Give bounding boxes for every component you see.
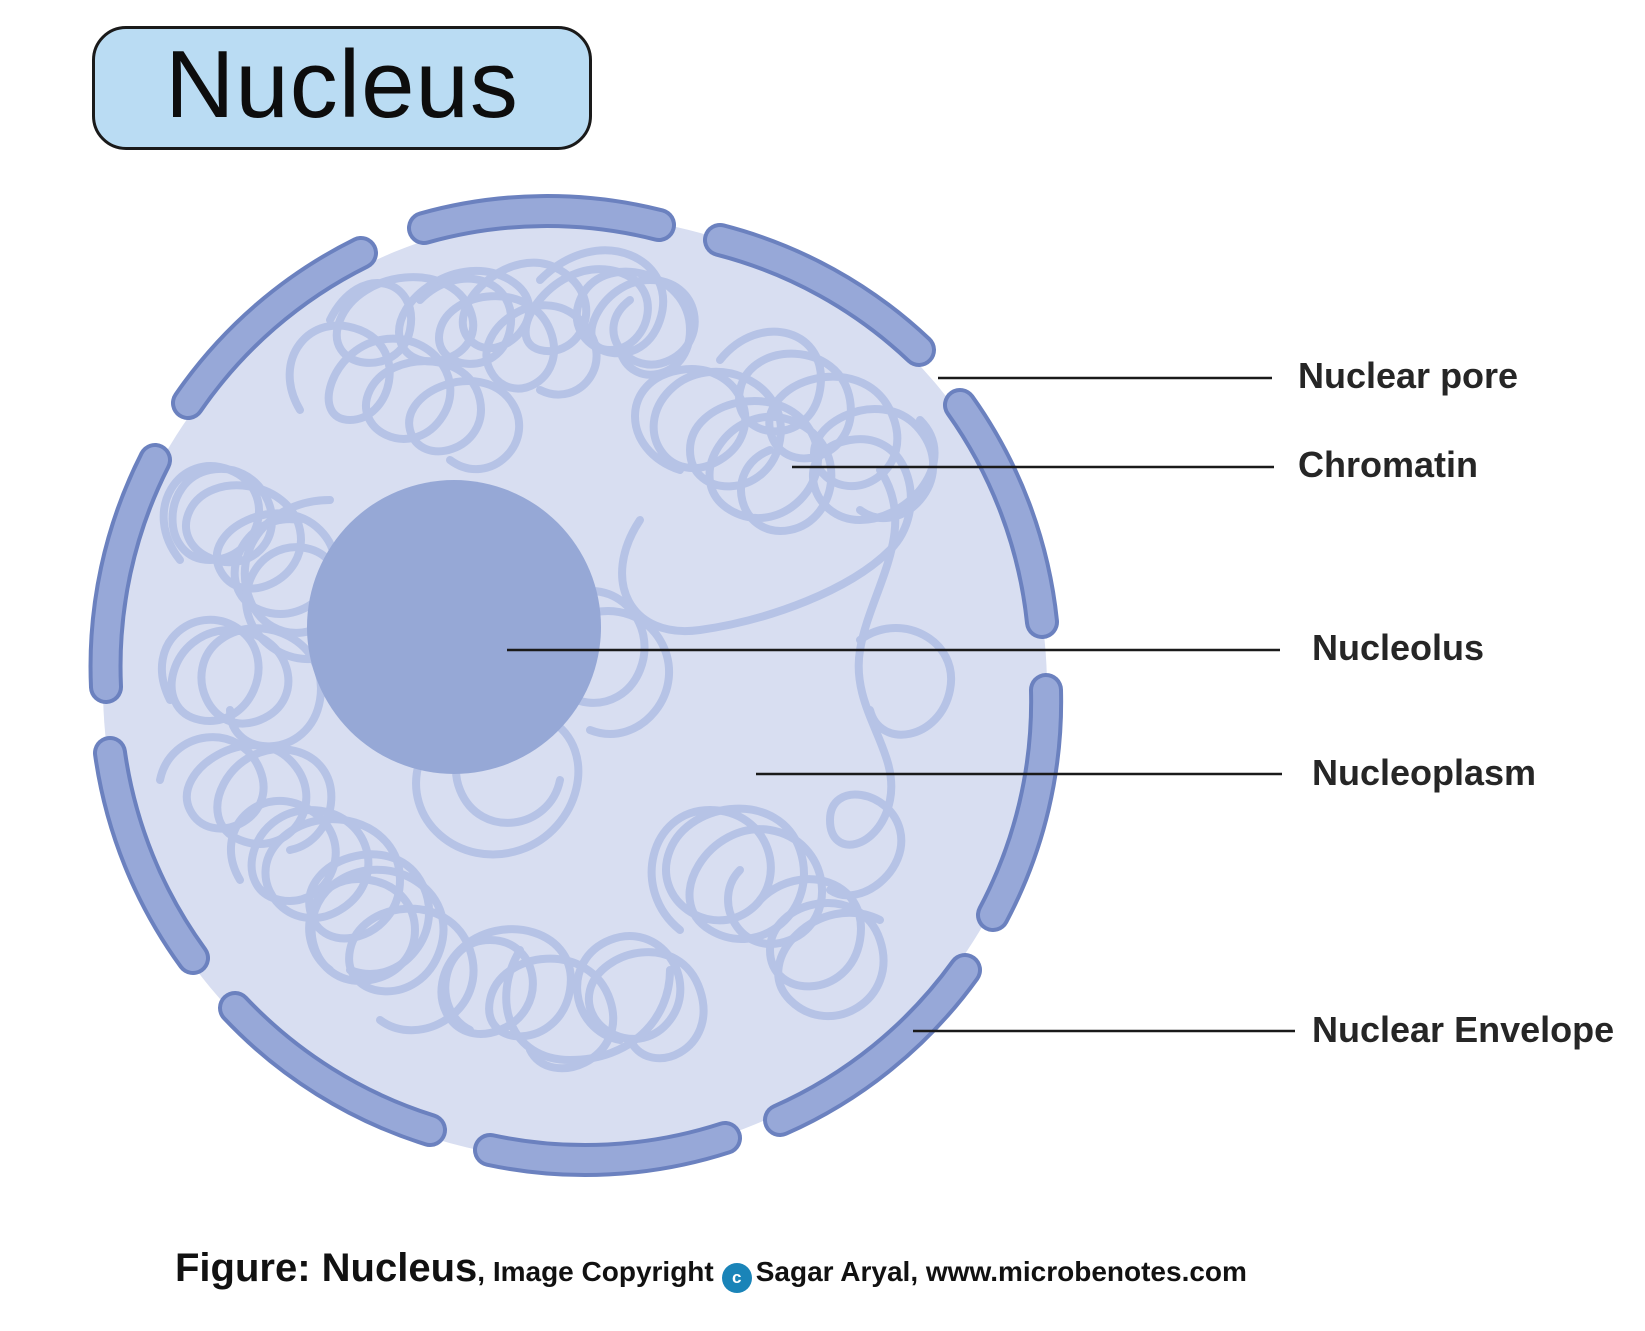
copyright-icon: c: [721, 1263, 752, 1293]
figure-caption: Figure: Nucleus , Image Copyright c Saga…: [175, 1246, 1247, 1293]
label-nucleoplasm: Nucleoplasm: [1312, 752, 1537, 793]
nucleolus: [307, 480, 601, 774]
chromatin: [156, 246, 956, 1073]
leader-lines: [507, 376, 1295, 1033]
diagram-title: Nucleus: [165, 31, 519, 138]
caption-copyright-holder: Sagar Aryal, www.microbenotes.com: [755, 1256, 1247, 1287]
label-chromatin: Chromatin: [1298, 444, 1478, 485]
caption-copyright-prefix: , Image Copyright: [477, 1256, 714, 1287]
caption-figure: Figure: Nucleus: [175, 1246, 478, 1290]
label-nucleolus: Nucleolus: [1312, 627, 1485, 668]
title-box: Nucleus: [92, 26, 592, 150]
nuclear-envelope: [88, 194, 1064, 1178]
label-nuclear-pore: Nuclear pore: [1298, 355, 1519, 396]
label-nuclear-envelope: Nuclear Envelope: [1312, 1009, 1615, 1050]
